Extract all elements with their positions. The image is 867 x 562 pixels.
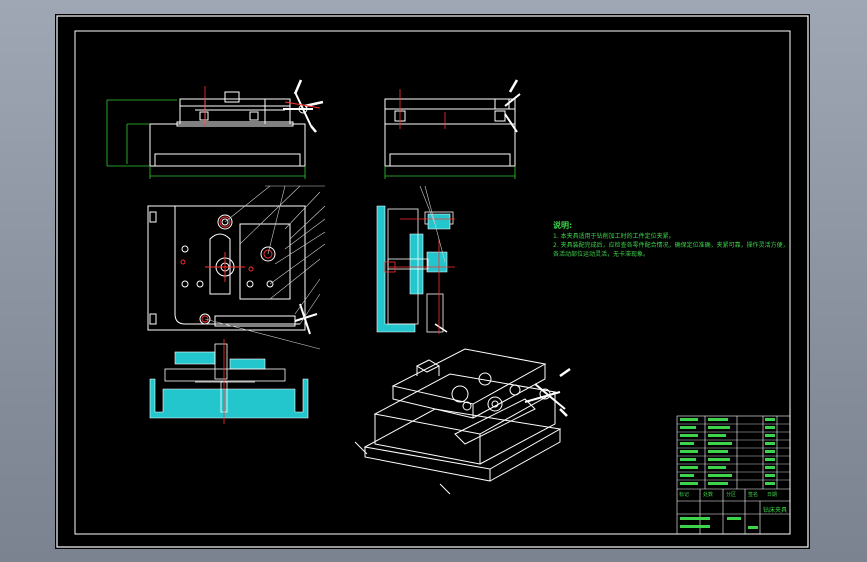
side-dimensions — [384, 166, 516, 179]
inner-border — [74, 30, 791, 535]
cross-section-centerlines — [384, 218, 455, 334]
tb-date: 日期 — [767, 492, 778, 498]
section-view — [149, 343, 309, 419]
title-block-rows — [677, 423, 790, 481]
plan-view — [147, 205, 318, 335]
tb-sign: 签名 — [748, 492, 759, 498]
plan-holes-red — [180, 216, 273, 323]
tb-count: 处数 — [703, 492, 714, 498]
notes-line-1: 1. 本夹具适用于钻削加工时的工件定位夹紧。 — [553, 233, 675, 240]
side-view — [384, 79, 521, 167]
drawing-name: 钻床夹具 — [763, 507, 788, 514]
notes-line-3: 各活动部位运动灵活，无卡滞现象。 — [553, 251, 650, 258]
front-view — [149, 79, 324, 167]
title-block — [676, 415, 791, 535]
tb-zone: 分区 — [726, 492, 737, 498]
cad-drawing — [56, 15, 809, 548]
tb-mark: 标记 — [679, 492, 690, 498]
notes-title: 说明: — [553, 221, 573, 230]
title-block-text-marks — [680, 418, 775, 529]
plan-leaders — [204, 185, 326, 350]
technical-notes: 说明: 1. 本夹具适用于钻削加工时的工件定位夹紧。 2. 夹具装配完成后，应检… — [553, 221, 793, 259]
front-dimensions — [106, 99, 306, 179]
isometric-view — [354, 348, 571, 495]
cross-section-view — [376, 205, 454, 333]
notes-line-2: 2. 夹具装配完成后，应检查各零件配合情况，确保定位准确，夹紧可靠，操作灵活方便… — [553, 242, 789, 249]
outer-border — [56, 15, 809, 548]
drawing-sheet: 说明: 1. 本夹具适用于钻削加工时的工件定位夹紧。 2. 夹具装配完成后，应检… — [55, 14, 810, 549]
